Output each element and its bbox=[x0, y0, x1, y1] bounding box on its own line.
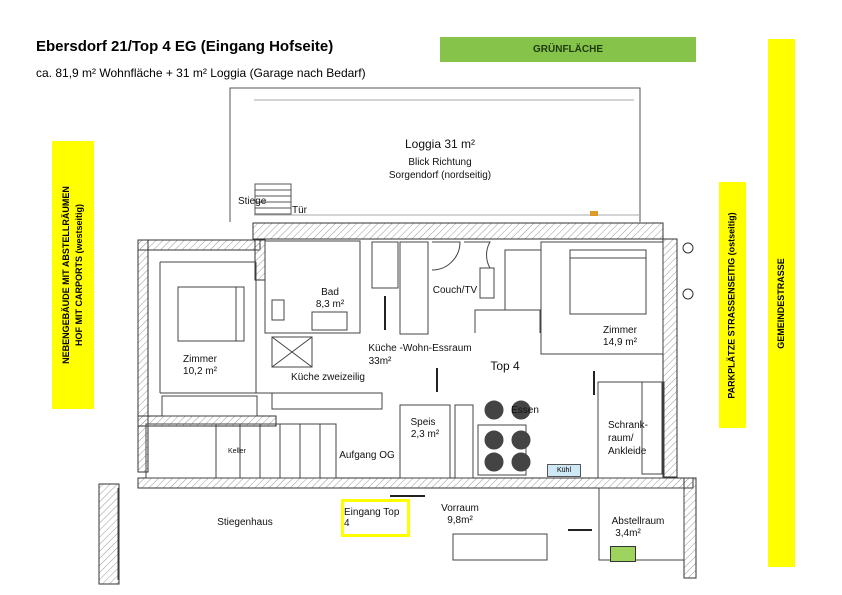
kitchen-tall-unit bbox=[399, 241, 429, 335]
gruenflaeche-label: GRÜNFLÄCHE bbox=[440, 37, 696, 62]
cabinet-unit bbox=[454, 404, 474, 479]
bad-room bbox=[264, 240, 361, 334]
kuehl-box: Kühl bbox=[547, 464, 581, 477]
door-swing-loggia-1 bbox=[431, 241, 461, 271]
chair-1 bbox=[484, 400, 504, 420]
wall-top-left bbox=[137, 239, 261, 251]
abstell-room bbox=[598, 487, 685, 561]
page-subtitle: ca. 81,9 m² Wohnfläche + 31 m² Loggia (G… bbox=[36, 66, 366, 80]
wall-top bbox=[252, 222, 664, 240]
schrank-line-3: Ankleide bbox=[608, 446, 647, 457]
chair-4 bbox=[511, 430, 531, 450]
chair-2 bbox=[511, 400, 531, 420]
zimmer-left-name: Zimmer bbox=[183, 354, 217, 365]
loggia-label: Loggia 31 m² bbox=[404, 137, 476, 151]
couch-label: Couch/TV bbox=[432, 285, 478, 296]
wall-left bbox=[137, 239, 149, 473]
couch bbox=[474, 309, 541, 333]
bad-shower-x2 bbox=[271, 336, 313, 368]
gemeindestrasse-box: GEMEINDESTRASSE bbox=[768, 39, 795, 567]
wasch-box bbox=[610, 546, 636, 562]
kueche-area: 33m² bbox=[368, 356, 392, 367]
chair-3 bbox=[484, 430, 504, 450]
zimmer-right bbox=[540, 241, 664, 355]
eingang-box: Eingang Top 4 bbox=[341, 499, 410, 537]
wall-stair-left bbox=[98, 483, 120, 585]
speis-area: 2,3 m² bbox=[410, 429, 440, 440]
loggia-view-2: Sorgendorf (nordseitig) bbox=[388, 170, 492, 181]
couch-back bbox=[504, 249, 542, 311]
tuer-label: Tür bbox=[292, 205, 307, 216]
schrank-shelf bbox=[641, 381, 663, 475]
marker-circle-2 bbox=[682, 288, 694, 300]
marker-circle-1 bbox=[682, 242, 694, 254]
keller-label: Keller bbox=[228, 448, 246, 455]
chair-5 bbox=[484, 452, 504, 472]
keller-stairs bbox=[145, 423, 217, 479]
kitchen-counter bbox=[271, 392, 383, 410]
kitchen-column bbox=[371, 241, 399, 289]
abstell-name: Abstellraum bbox=[611, 516, 665, 527]
bad-area: 8,3 m² bbox=[315, 299, 345, 310]
vorraum-bench bbox=[452, 533, 548, 561]
aufgang-label: Aufgang OG bbox=[339, 450, 395, 461]
bad-shower bbox=[271, 336, 313, 368]
zimmer-left-area: 10,2 m² bbox=[183, 366, 217, 377]
schrank-line-1: Schrank- bbox=[608, 420, 649, 431]
zimmer-right-name: Zimmer bbox=[603, 325, 637, 336]
wall-right bbox=[662, 238, 678, 478]
loggia-steps bbox=[254, 183, 292, 215]
tv-unit bbox=[479, 267, 495, 299]
bad-basin bbox=[311, 311, 348, 331]
parkplaetze-box: PARKPLÄTZE STRASSENSEITIG (ostseitig) bbox=[719, 182, 746, 428]
speis-name: Speis bbox=[410, 417, 436, 428]
abstell-area: 3,4m² bbox=[615, 528, 641, 539]
speis-room bbox=[399, 404, 451, 479]
bad-wc bbox=[271, 299, 285, 321]
wall-bottom-top bbox=[137, 477, 694, 489]
essen-label: Essen bbox=[511, 405, 539, 416]
kuehl-label: Kühl bbox=[556, 467, 571, 474]
stiege-label: Stiege bbox=[238, 196, 267, 207]
bed-right bbox=[569, 249, 647, 315]
vorraum-area: 9,8m² bbox=[447, 515, 473, 526]
loggia-view-1: Blick Richtung bbox=[408, 157, 472, 168]
keller-room bbox=[215, 423, 337, 479]
eingang-label: Eingang Top 4 bbox=[344, 507, 400, 529]
wall-bottom-right bbox=[683, 477, 697, 579]
chair-6 bbox=[511, 452, 531, 472]
stiegenhaus-label: Stiegenhaus bbox=[217, 517, 273, 528]
loggia-wall bbox=[229, 87, 641, 222]
top-label: Top 4 bbox=[490, 359, 520, 373]
page-title: Ebersdorf 21/Top 4 EG (Eingang Hofseite) bbox=[36, 38, 334, 55]
dining-table bbox=[477, 424, 527, 476]
loggia-marker bbox=[590, 211, 598, 216]
door-swing-loggia-2 bbox=[464, 241, 491, 269]
schrankraum bbox=[597, 381, 665, 479]
zimmer-right-area: 14,9 m² bbox=[603, 337, 637, 348]
vorraum-name: Vorraum bbox=[441, 503, 479, 514]
bed-left bbox=[177, 286, 245, 342]
bad-name: Bad bbox=[321, 287, 339, 298]
kueche-zweizeilig-label: Küche zweizeilig bbox=[291, 372, 365, 383]
kueche-name: Küche -Wohn-Essraum bbox=[368, 343, 472, 354]
gruenflaeche-text: GRÜNFLÄCHE bbox=[533, 44, 603, 55]
nebengebaeude-box: NEBENGEBÄUDE MIT ABSTELLRÄUMEN HOF MIT C… bbox=[52, 141, 94, 409]
wardrobe-left bbox=[161, 395, 258, 417]
schrank-line-2: raum/ bbox=[608, 433, 634, 444]
